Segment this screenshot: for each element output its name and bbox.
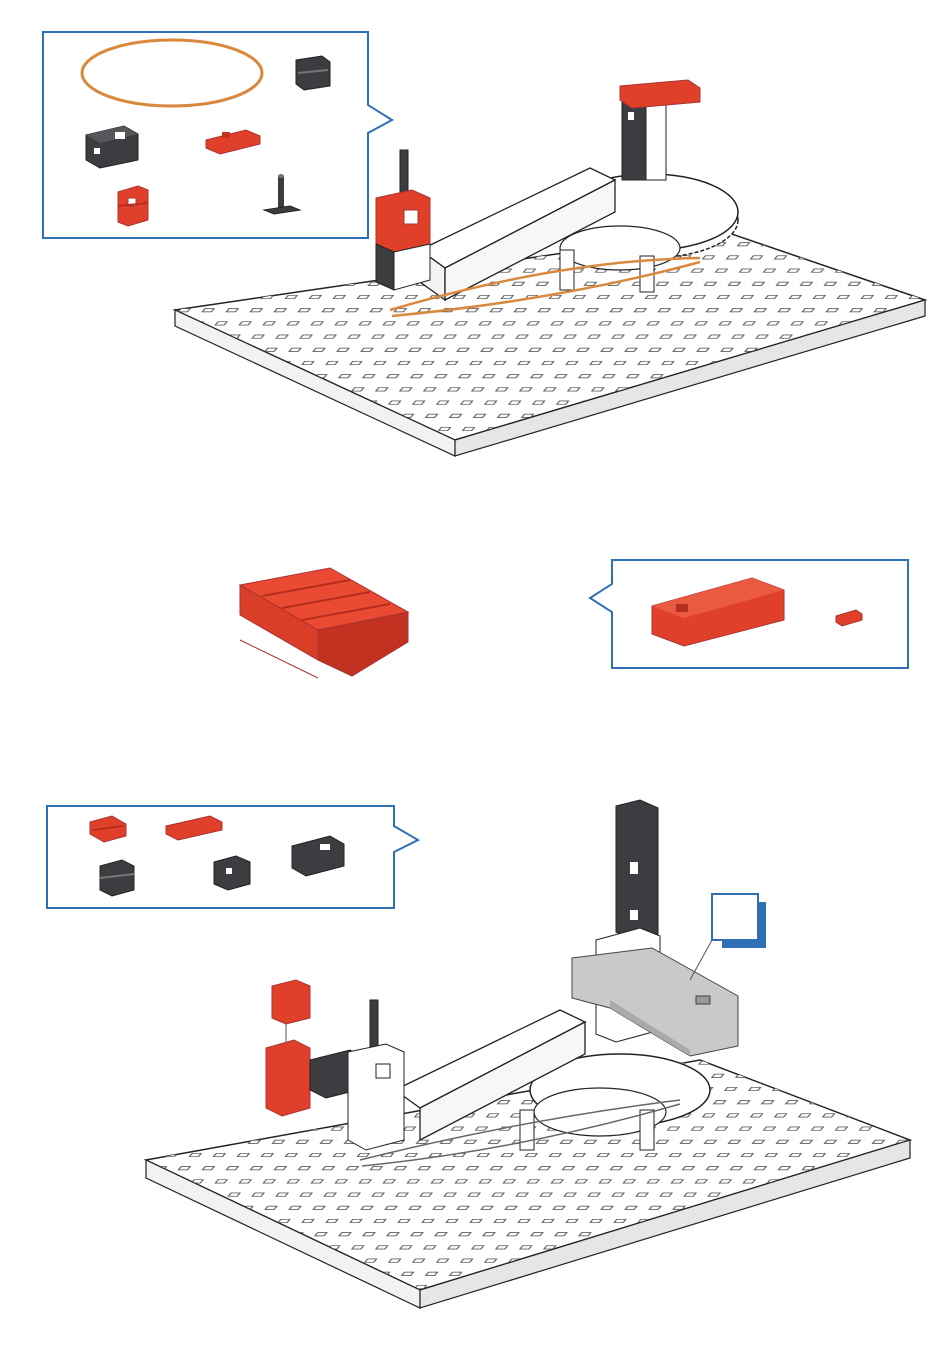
- dark-building-block-small-part: [214, 856, 250, 890]
- red-plate-small-part: [166, 816, 222, 840]
- dark-axle-with-hub-part: [264, 174, 300, 214]
- rubber-band-part: [82, 40, 262, 106]
- red-battery-box: [240, 568, 408, 678]
- step-2-assembly: [240, 568, 408, 678]
- dark-angle-block-part: [86, 126, 138, 168]
- red-motor-housing-part: [652, 578, 784, 646]
- dark-building-block-part-2: [100, 860, 134, 896]
- axle-block: [376, 150, 430, 290]
- step-2-parts-callout: [590, 560, 908, 668]
- step-3-assembly: [146, 800, 910, 1308]
- red-small-clip-part: [836, 610, 862, 626]
- baseplate: [175, 230, 925, 456]
- red-spring-cam-part: [90, 816, 126, 842]
- red-building-block-part: [118, 186, 148, 226]
- dark-angle-block-part-2: [292, 836, 344, 876]
- dark-building-block-part: [296, 56, 330, 90]
- step-1-parts-callout: [43, 32, 392, 238]
- grey-motor: [572, 948, 738, 1056]
- gear-tower: [620, 80, 700, 180]
- step-1-assembly: [175, 80, 925, 456]
- axle-block-2: [348, 1000, 404, 1150]
- red-plate-part: [206, 130, 260, 154]
- label-box: [690, 894, 766, 980]
- step-3-parts-callout: [47, 806, 418, 908]
- baseplate-2: [146, 1060, 910, 1308]
